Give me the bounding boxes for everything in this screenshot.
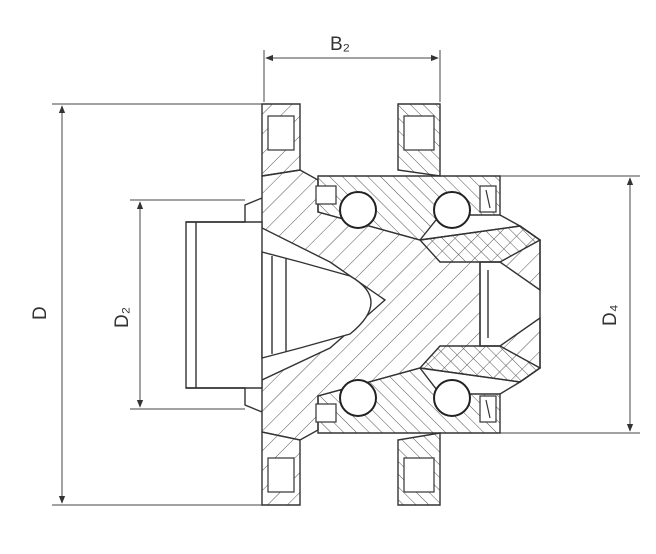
hub-body (185, 103, 541, 506)
rolling-balls (339, 191, 471, 417)
dimension-label-d4: D₄ (600, 304, 621, 326)
flange-bolt-holes (267, 115, 435, 493)
dimension-label-b2: B₂ (330, 34, 350, 55)
dimension-lines (52, 50, 640, 506)
dimension-label-d: D (30, 306, 51, 320)
end-cap (479, 214, 541, 395)
dimension-label-d2: D₂ (112, 307, 133, 328)
seals (315, 185, 497, 423)
